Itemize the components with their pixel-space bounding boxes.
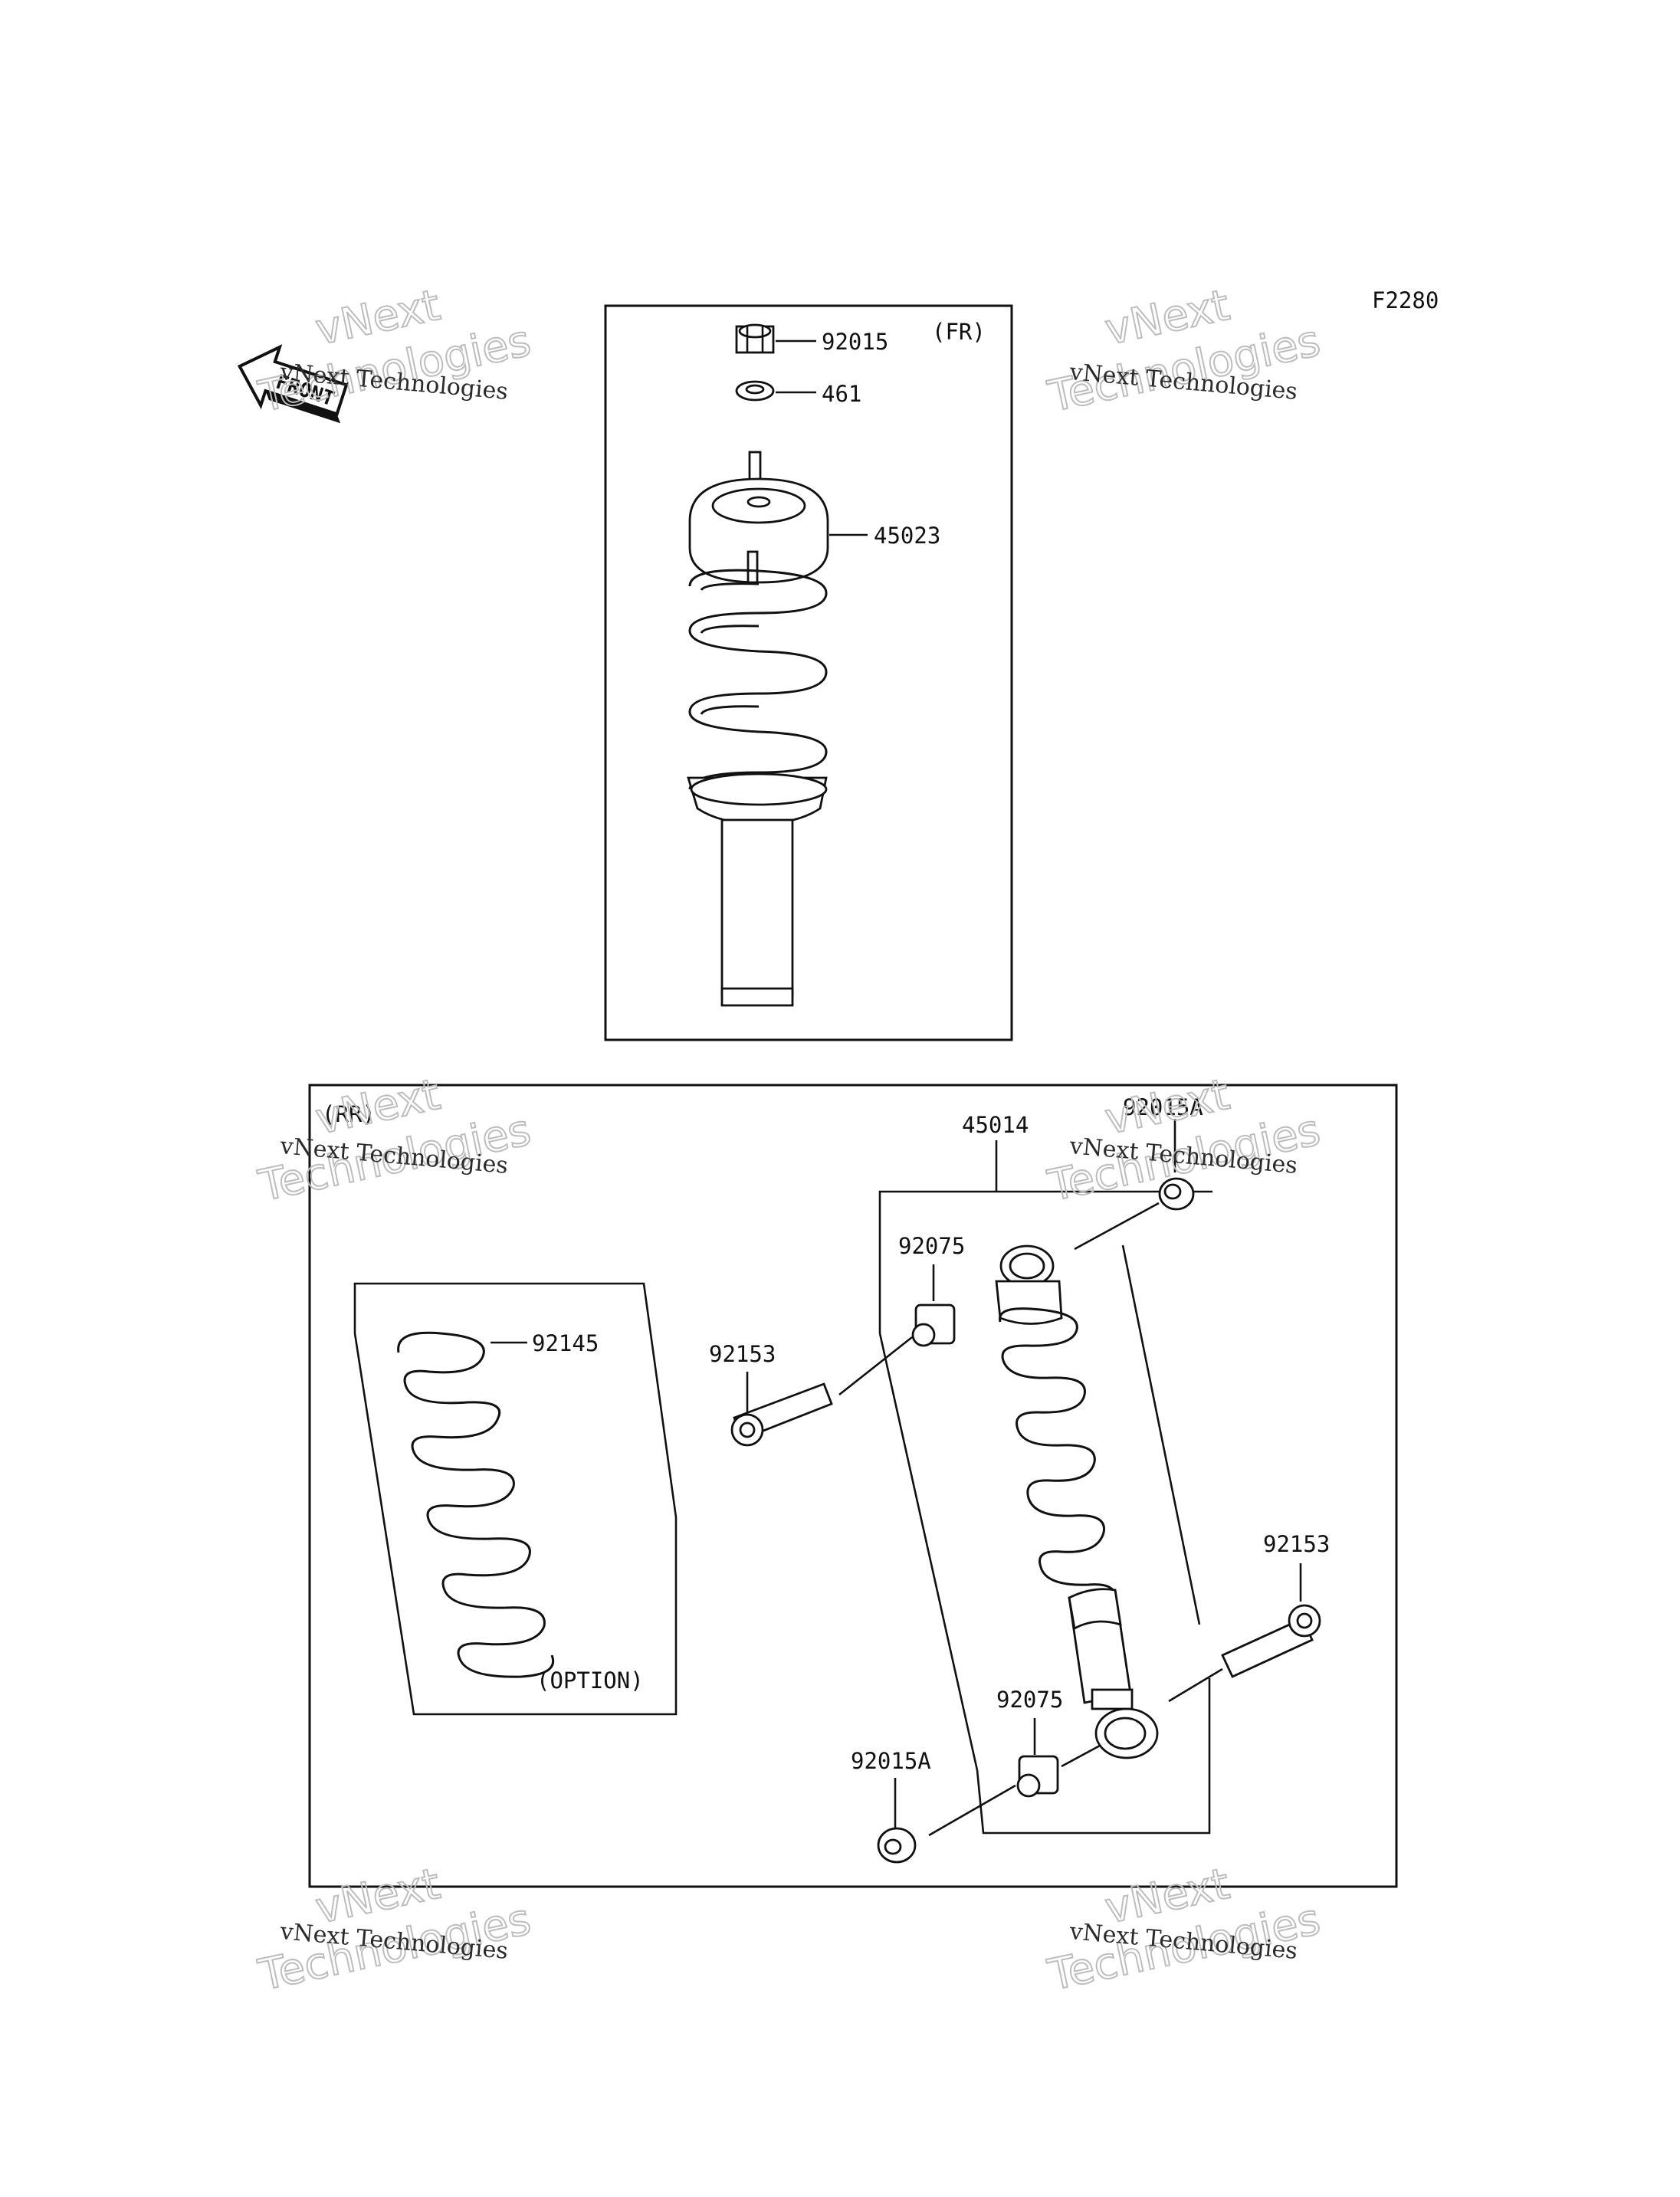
rear-bottom-bushing-label: 92075 (996, 1687, 1063, 1713)
rear-section-frame (308, 1084, 1398, 1888)
rear-bottom-bushing-icon (1016, 1755, 1059, 1798)
rear-top-bushing-icon (911, 1303, 956, 1347)
rear-section-tag: (RR) (322, 1101, 376, 1127)
rear-bottom-nut-label: 92015A (851, 1748, 931, 1774)
rear-left-bolt-label: 92153 (709, 1341, 776, 1367)
option-spring-label: 92145 (532, 1330, 599, 1356)
front-nut-icon (735, 323, 775, 354)
option-box-frame (353, 1282, 678, 1716)
rear-bottom-nut-icon (877, 1827, 917, 1864)
front-section-tag: (FR) (932, 319, 986, 345)
rear-shock-absorber-label: 45014 (962, 1112, 1029, 1138)
front-section-frame (604, 304, 1013, 1041)
front-shock-absorber-icon (687, 451, 868, 1007)
rear-right-bolt-label: 92153 (1263, 1531, 1330, 1557)
rear-shock-absorber-icon (995, 1244, 1159, 1759)
rear-left-bolt-icon (730, 1382, 833, 1447)
front-washer-label: 461 (822, 381, 861, 407)
rear-assembly-bracket (878, 1190, 1212, 1333)
rear-top-bushing-label: 92075 (898, 1233, 965, 1259)
front-nut-label: 92015 (822, 329, 888, 355)
rear-right-bolt-icon (1221, 1604, 1321, 1678)
figure-id: F2280 (1372, 287, 1439, 313)
rear-top-nut-label: 92015A (1123, 1094, 1203, 1120)
watermark-mid-left: vNext Technologies (254, 1069, 536, 1212)
rear-top-nut-icon (1158, 1177, 1195, 1211)
front-washer-icon (735, 380, 775, 402)
option-note: (OPTION) (536, 1667, 644, 1694)
option-spring-icon (397, 1331, 554, 1678)
front-arrow-icon: FRONT (237, 344, 349, 424)
front-shock-absorber-label: 45023 (874, 523, 940, 549)
